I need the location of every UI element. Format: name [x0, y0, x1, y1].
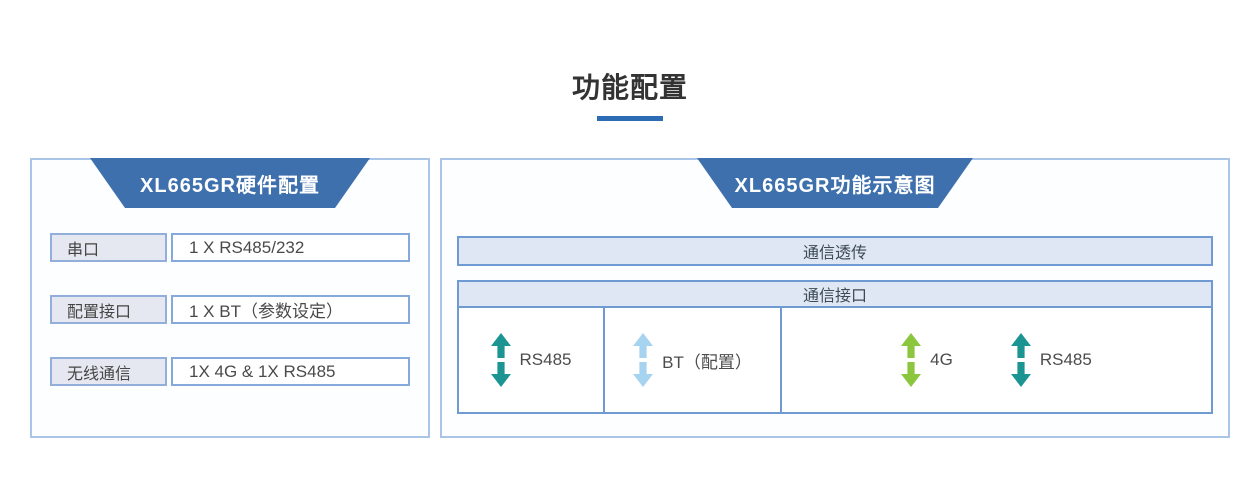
double-vertical-arrow-icon: [901, 333, 922, 387]
comm-item-label: BT（配置）: [662, 352, 752, 372]
title-block: 功能配置: [0, 0, 1260, 121]
spec-row-serial: 串口 1 X RS485/232: [50, 233, 410, 262]
double-vertical-arrow-icon: [490, 333, 511, 387]
spec-row-config-interface: 配置接口 1 X BT（参数设定）: [50, 295, 410, 324]
hardware-config-panel: XL665GR硬件配置 串口 1 X RS485/232 配置接口 1 X BT…: [30, 158, 430, 438]
comm-interface-body: RS485 BT（配置）: [459, 308, 1211, 412]
spec-label: 串口: [50, 233, 167, 262]
hardware-config-header-banner: XL665GR硬件配置: [90, 158, 370, 208]
double-vertical-arrow-icon: [1010, 333, 1031, 387]
comm-item-bt: BT（配置）: [633, 333, 752, 387]
comm-passthrough-bar: 通信透传: [457, 236, 1213, 266]
spec-label: 无线通信: [50, 357, 167, 386]
panels-row: XL665GR硬件配置 串口 1 X RS485/232 配置接口 1 X BT…: [30, 158, 1230, 438]
comm-item-label: 4G: [930, 350, 953, 369]
title-underline: [597, 116, 663, 121]
double-vertical-arrow-icon: [633, 333, 654, 387]
spec-label: 配置接口: [50, 295, 167, 324]
spec-value: 1 X BT（参数设定）: [171, 295, 410, 324]
comm-item-label: RS485: [519, 350, 572, 369]
spec-value: 1X 4G & 1X RS485: [171, 357, 410, 386]
hardware-config-header-label: XL665GR硬件配置: [140, 174, 320, 197]
function-diagram-header-banner: XL665GR功能示意图: [697, 158, 973, 208]
comm-cell-bt: BT（配置）: [605, 308, 782, 412]
function-diagram-content: 通信透传 通信接口 RS48: [442, 160, 1228, 414]
comm-item-label: RS485: [1039, 350, 1092, 369]
comm-interface-header: 通信接口: [459, 282, 1211, 308]
spec-rows: 串口 1 X RS485/232 配置接口 1 X BT（参数设定） 无线通信 …: [32, 160, 428, 386]
function-diagram-header-label: XL665GR功能示意图: [734, 174, 936, 197]
comm-item-rs485: RS485: [490, 333, 572, 387]
comm-item-4g: 4G: [901, 333, 953, 387]
comm-cell-rs485: RS485: [459, 308, 605, 412]
spec-row-wireless: 无线通信 1X 4G & 1X RS485: [50, 357, 410, 386]
comm-cell-4g-rs485: 4G RS485: [782, 308, 1211, 412]
page-title: 功能配置: [571, 72, 688, 103]
spec-value: 1 X RS485/232: [171, 233, 410, 262]
comm-interface-box: 通信接口 RS485: [457, 280, 1213, 414]
comm-item-rs485-2: RS485: [1010, 333, 1092, 387]
function-diagram-panel: XL665GR功能示意图 通信透传 通信接口: [440, 158, 1230, 438]
